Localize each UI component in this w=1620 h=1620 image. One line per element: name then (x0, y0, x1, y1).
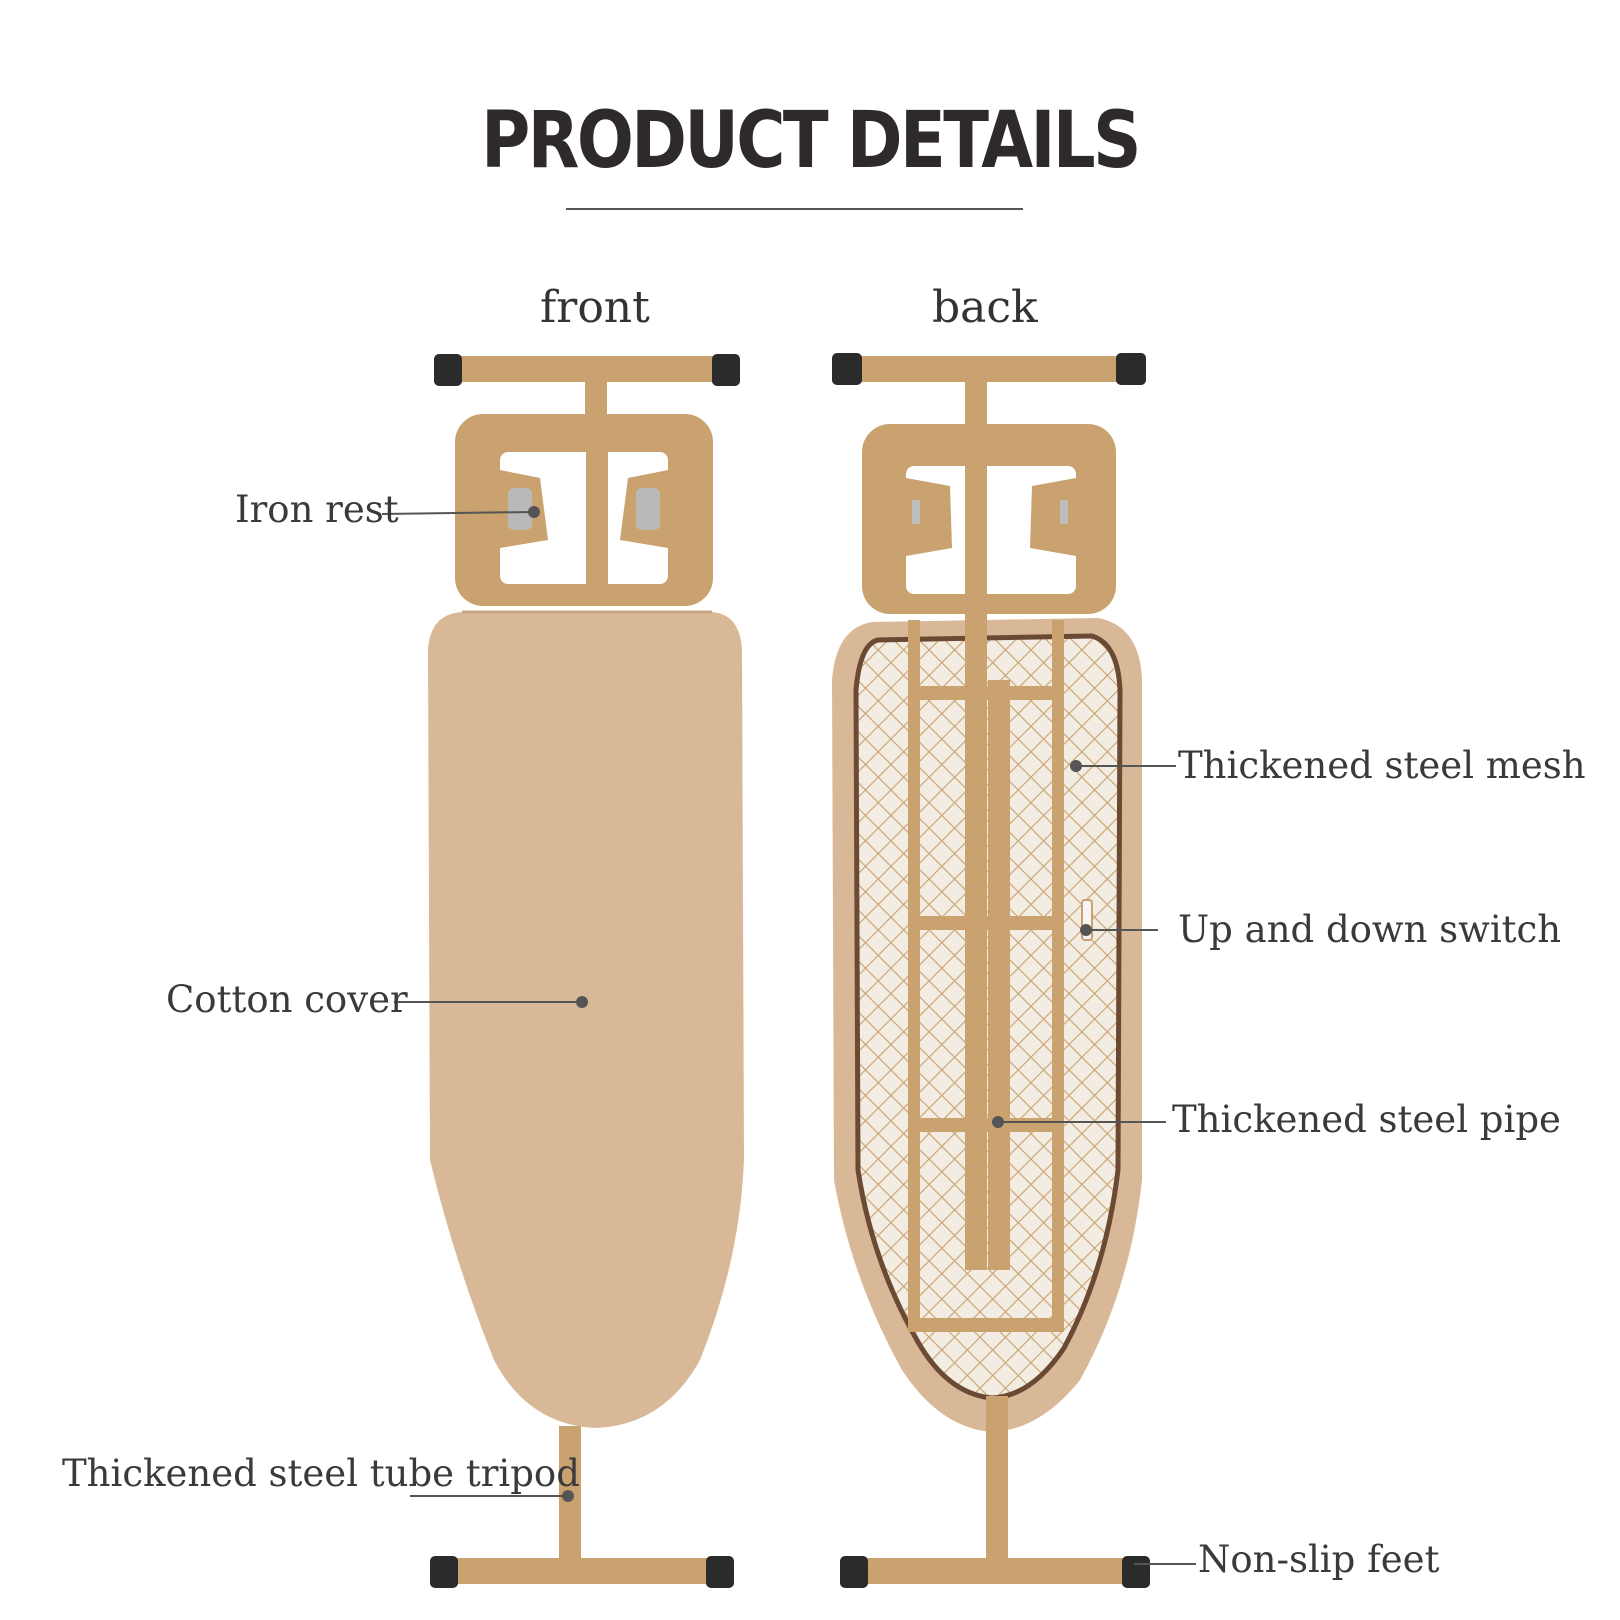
back-top-bar (836, 356, 1142, 382)
front-top-cap-right (712, 354, 740, 386)
back-foot-right (1122, 1556, 1150, 1588)
front-foot-left (430, 1556, 458, 1588)
front-neck (585, 380, 607, 420)
front-foot-right (706, 1556, 734, 1588)
callout-leaders (381, 506, 1196, 1565)
front-label: front (540, 282, 650, 333)
back-foot-left (840, 1556, 868, 1588)
callout-tripod: Thickened steel tube tripod (62, 1452, 580, 1495)
front-top-cap-left (434, 354, 462, 386)
back-label: back (932, 282, 1038, 333)
title-underline (566, 208, 1023, 210)
back-bottom-bar (852, 1558, 1142, 1584)
page-title: PRODUCT DETAILS (481, 96, 1141, 186)
back-top-cap-right (1116, 353, 1146, 385)
back-leg (986, 1396, 1008, 1566)
front-top-bar (436, 356, 736, 382)
back-steel-pipe (965, 380, 987, 1270)
back-top-cap-left (832, 353, 862, 385)
front-board (428, 354, 744, 1588)
callout-cotton-cover: Cotton cover (166, 978, 408, 1021)
front-cotton-cover (428, 612, 744, 1428)
front-bottom-bar (440, 1558, 726, 1584)
front-iron-rest (455, 414, 713, 606)
callout-non-slip-feet: Non-slip feet (1198, 1538, 1440, 1581)
back-iron-rest (862, 424, 1116, 614)
callout-steel-mesh: Thickened steel mesh (1178, 744, 1586, 787)
back-board (832, 353, 1150, 1588)
callout-iron-rest: Iron rest (235, 488, 399, 531)
callout-steel-pipe: Thickened steel pipe (1172, 1098, 1561, 1141)
callout-switch: Up and down switch (1178, 908, 1562, 951)
